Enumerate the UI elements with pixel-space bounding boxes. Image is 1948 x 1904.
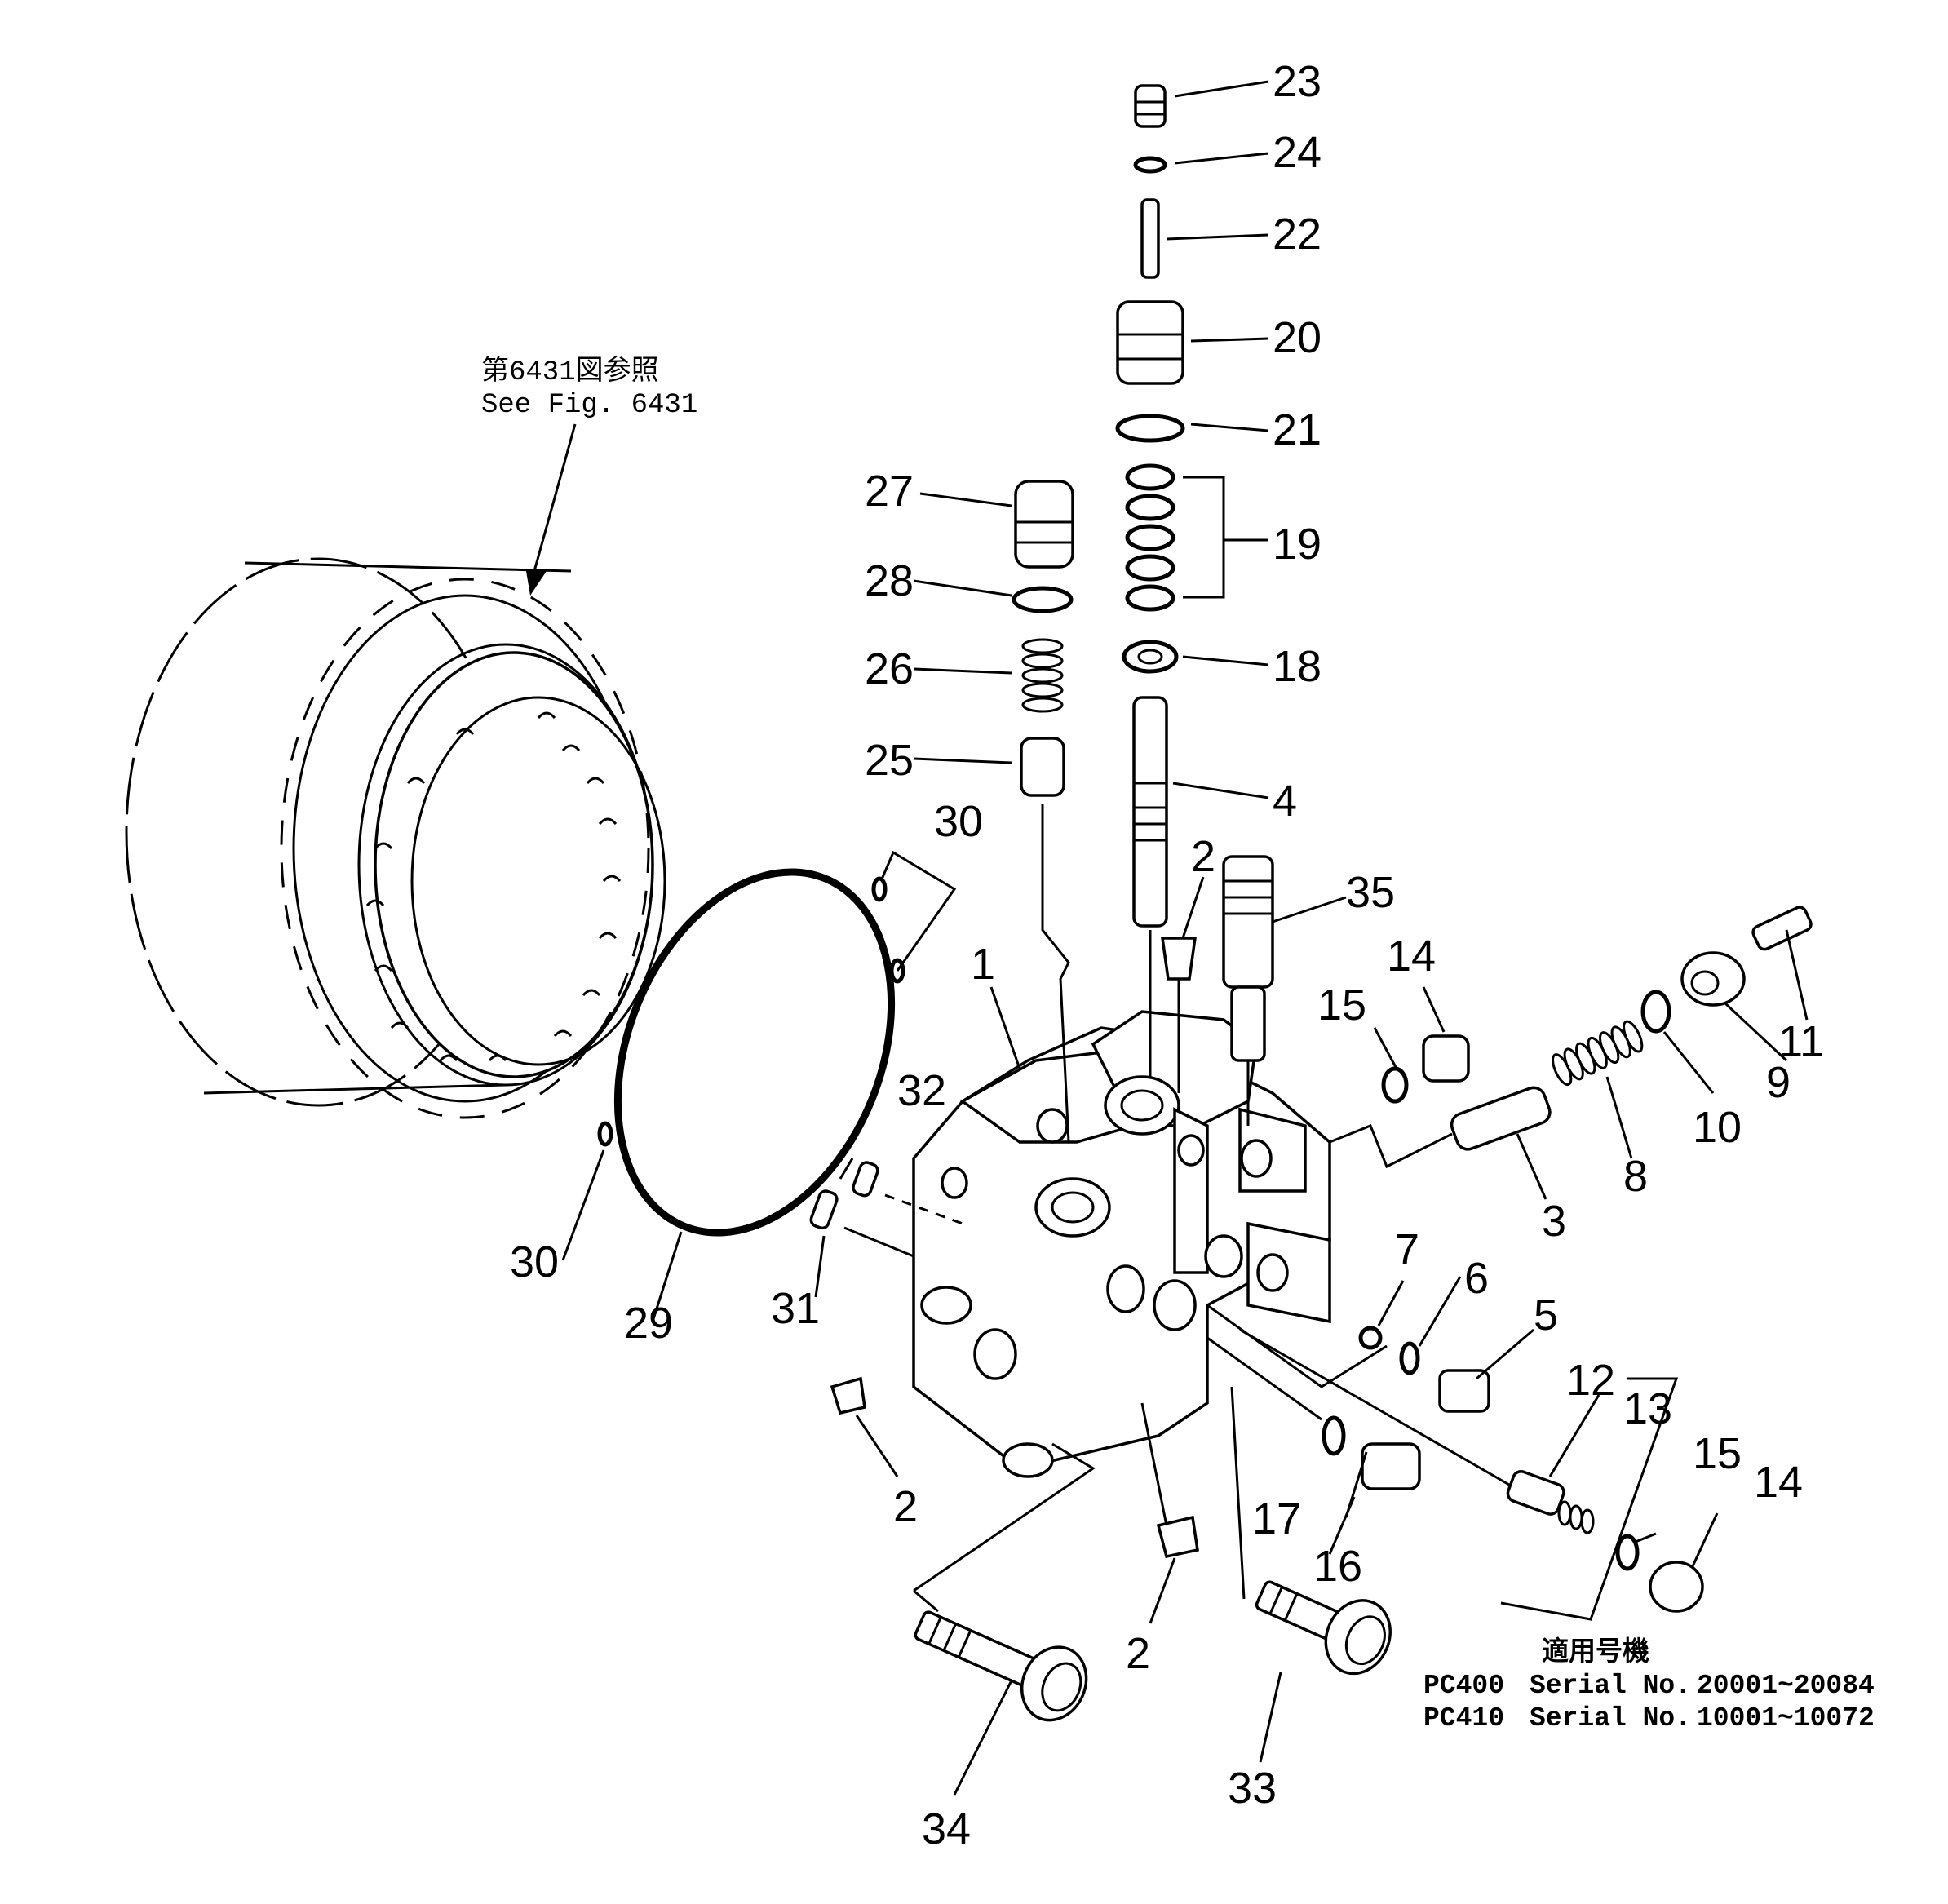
ring-7 [1358,1326,1383,1350]
plug-2-top [1160,937,1198,981]
o-ring-30c [597,1121,613,1147]
pin-31 [809,1189,839,1230]
callout-14-top: 14 [1387,932,1436,981]
row-0-model: PC400 [1423,1671,1504,1701]
relief-stack [1012,480,1074,1143]
callout-33: 33 [1228,1764,1277,1813]
callout-20: 20 [1273,313,1322,362]
callout-4: 4 [1273,777,1297,826]
ring-10 [1640,990,1671,1034]
callout-15-top: 15 [1317,981,1366,1029]
plug-20 [1116,300,1184,385]
spring-26 [1021,638,1064,713]
callout-30-top: 30 [934,797,983,846]
valve-body-1 [912,1010,1331,1478]
plug-2-left [830,1376,866,1415]
callout-29: 29 [624,1299,673,1348]
callout-26: 26 [865,644,914,693]
bolt-33 [1255,1580,1392,1676]
row-1-label: Serial No. [1530,1703,1691,1734]
callout-6: 6 [1464,1254,1489,1303]
row-1-model: PC410 [1423,1703,1504,1734]
ring-6 [1399,1341,1420,1375]
reference-note-en: See Fig. 6431 [481,390,697,421]
applicability-note: 適用号機 PC400 Serial No. 20001~20084 PC410 … [1423,1636,1875,1734]
callout-30-left: 30 [510,1238,559,1286]
plug-14b [1649,1561,1704,1613]
callout-34: 34 [922,1804,971,1853]
plug-12 [1506,1470,1565,1516]
callout-5: 5 [1534,1291,1558,1339]
callout-21: 21 [1273,405,1322,454]
ring-24 [1133,156,1167,174]
bolt-34 [914,1610,1088,1722]
callout-15-bottom: 15 [1693,1429,1742,1478]
callout-27: 27 [865,467,914,516]
row-0-label: Serial No. [1530,1671,1691,1701]
pin-32 [852,1161,879,1198]
callout-16: 16 [1313,1542,1362,1591]
motor-housing-drawing [125,557,666,1119]
callout-labels: 23 24 22 20 21 19 18 4 27 28 26 25 30 2 … [510,57,1824,1853]
plug-27 [1014,480,1074,569]
callout-2-top: 2 [1191,832,1215,881]
ring-15b [1615,1534,1640,1571]
spring-13 [1557,1500,1595,1534]
callout-18: 18 [1273,642,1322,691]
callout-14-bottom: 14 [1754,1458,1803,1507]
callout-8: 8 [1623,1152,1648,1201]
callout-1: 1 [971,940,995,989]
reference-arrow-head [526,571,547,596]
spool-stack [1115,84,1185,1077]
callout-23: 23 [1273,57,1322,106]
callout-35: 35 [1346,868,1395,917]
plug-14a [1422,1034,1470,1083]
callout-9: 9 [1766,1058,1791,1107]
ring-17 [1322,1415,1346,1456]
o-ring-29 [613,868,896,1237]
callout-3: 3 [1542,1197,1566,1246]
callout-22: 22 [1273,210,1322,259]
callout-13: 13 [1623,1384,1672,1433]
ring-28 [1012,586,1074,613]
applicability-heading: 適用号機 [1542,1636,1649,1668]
ring-15a [1381,1066,1409,1104]
callout-7: 7 [1395,1225,1419,1274]
o-ring-30b [889,958,905,984]
row-1-range: 10001~10072 [1697,1703,1875,1734]
callout-28: 28 [865,556,914,605]
callout-24: 24 [1273,128,1322,177]
fitting-11 [1751,906,1813,951]
reference-note-jp: 第6431図参照 [481,355,659,388]
pin-22 [1140,198,1160,279]
o-ring-30a [871,876,888,902]
callout-12: 12 [1566,1356,1615,1405]
reference-arrow [533,423,577,572]
callout-31: 31 [771,1284,820,1333]
callout-19: 19 [1273,520,1322,569]
ring-set-19 [1125,463,1175,612]
plug-23 [1134,84,1167,128]
plug-2-bottom [1156,1515,1199,1559]
piston-25 [1020,737,1065,797]
plug-5 [1438,1369,1490,1413]
callout-11: 11 [1778,1017,1824,1066]
row-0-range: 20001~20084 [1697,1671,1875,1701]
callout-2-left: 2 [893,1482,918,1531]
washer-18 [1122,640,1179,674]
spool-3 [1450,1086,1552,1151]
callout-17: 17 [1252,1494,1301,1543]
callout-25: 25 [865,736,914,785]
plug-16 [1361,1442,1421,1490]
spring-8 [1552,1020,1644,1087]
leader-lines [561,80,1809,1796]
callout-10: 10 [1693,1103,1742,1152]
ring-21 [1115,414,1185,443]
callout-2-bottom: 2 [1126,1629,1150,1678]
spool-4 [1132,696,1168,928]
callout-32: 32 [897,1066,946,1115]
